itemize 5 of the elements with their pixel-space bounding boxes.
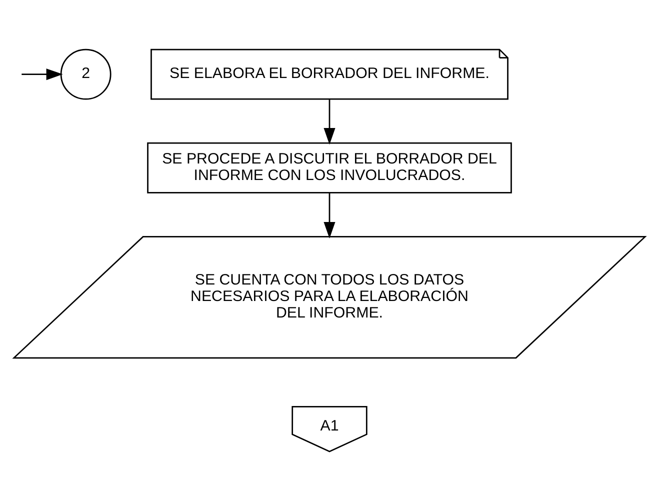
arrow (22, 68, 63, 80)
arrow (324, 192, 336, 238)
node-circle: 2 (60, 48, 112, 100)
arrow (324, 99, 336, 144)
node-box: SE PROCEDE A DISCUTIR EL BORRADOR DEL INFORME CON LOS INVOLUCRADOS. (147, 142, 512, 193)
